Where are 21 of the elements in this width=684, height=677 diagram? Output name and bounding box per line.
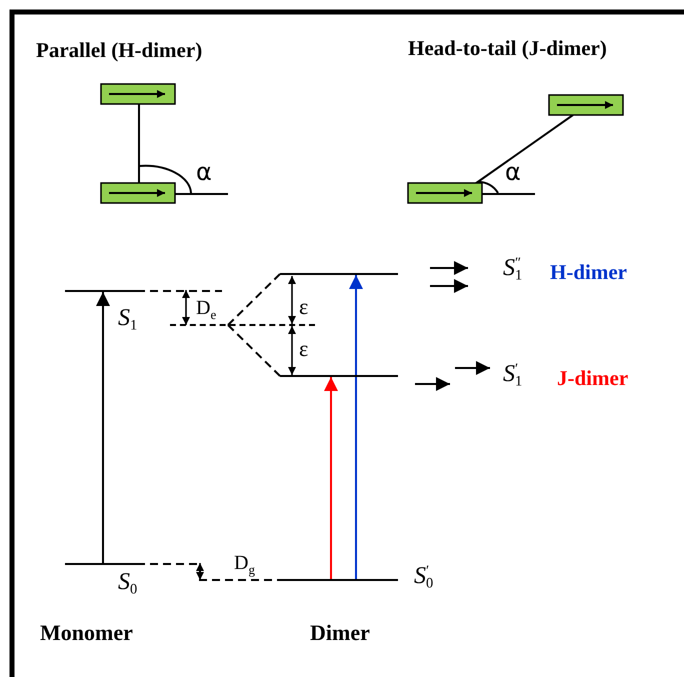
- transition-arrow: [324, 377, 338, 579]
- dimension-label: ε: [299, 296, 308, 318]
- transition-arrow: [349, 275, 363, 579]
- dimer-type-label: H-dimer: [550, 262, 627, 283]
- section-label: Monomer: [40, 622, 133, 644]
- splitting-line: [227, 324, 281, 377]
- section-label: Dimer: [310, 622, 370, 644]
- angle-label: α: [196, 160, 212, 184]
- angle-label: α: [505, 160, 521, 184]
- dimer-type-label: J-dimer: [557, 368, 628, 389]
- dimension-label: ε: [299, 338, 308, 360]
- splitting-line: [137, 563, 280, 581]
- dimension-label: D$_{e}$: [196, 298, 216, 321]
- state-label: S$_{0}$: [118, 570, 138, 597]
- dimension-label: D$_{g}$: [234, 553, 255, 576]
- state-label: S$_{1}$: [118, 306, 138, 333]
- splitting-line: [227, 273, 281, 326]
- transition-arrow: [96, 292, 110, 563]
- panel-title: Head-to-tail (J-dimer): [408, 38, 607, 59]
- panel-title: Parallel (H-dimer): [36, 40, 202, 61]
- splitting-line: [137, 290, 222, 292]
